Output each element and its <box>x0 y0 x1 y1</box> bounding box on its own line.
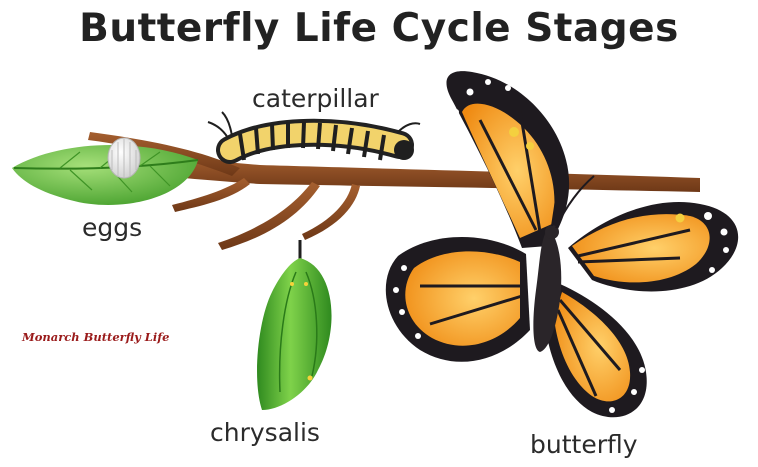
butterfly <box>386 71 738 417</box>
label-chrysalis: chrysalis <box>210 418 320 447</box>
label-eggs: eggs <box>82 213 142 242</box>
label-butterfly: butterfly <box>530 430 638 459</box>
egg <box>108 138 140 178</box>
label-caterpillar: caterpillar <box>252 84 379 113</box>
caterpillar <box>208 112 420 160</box>
leaf <box>12 145 198 205</box>
chrysalis <box>257 240 332 410</box>
watermark-text: Monarch Butterfly Life <box>22 330 169 344</box>
